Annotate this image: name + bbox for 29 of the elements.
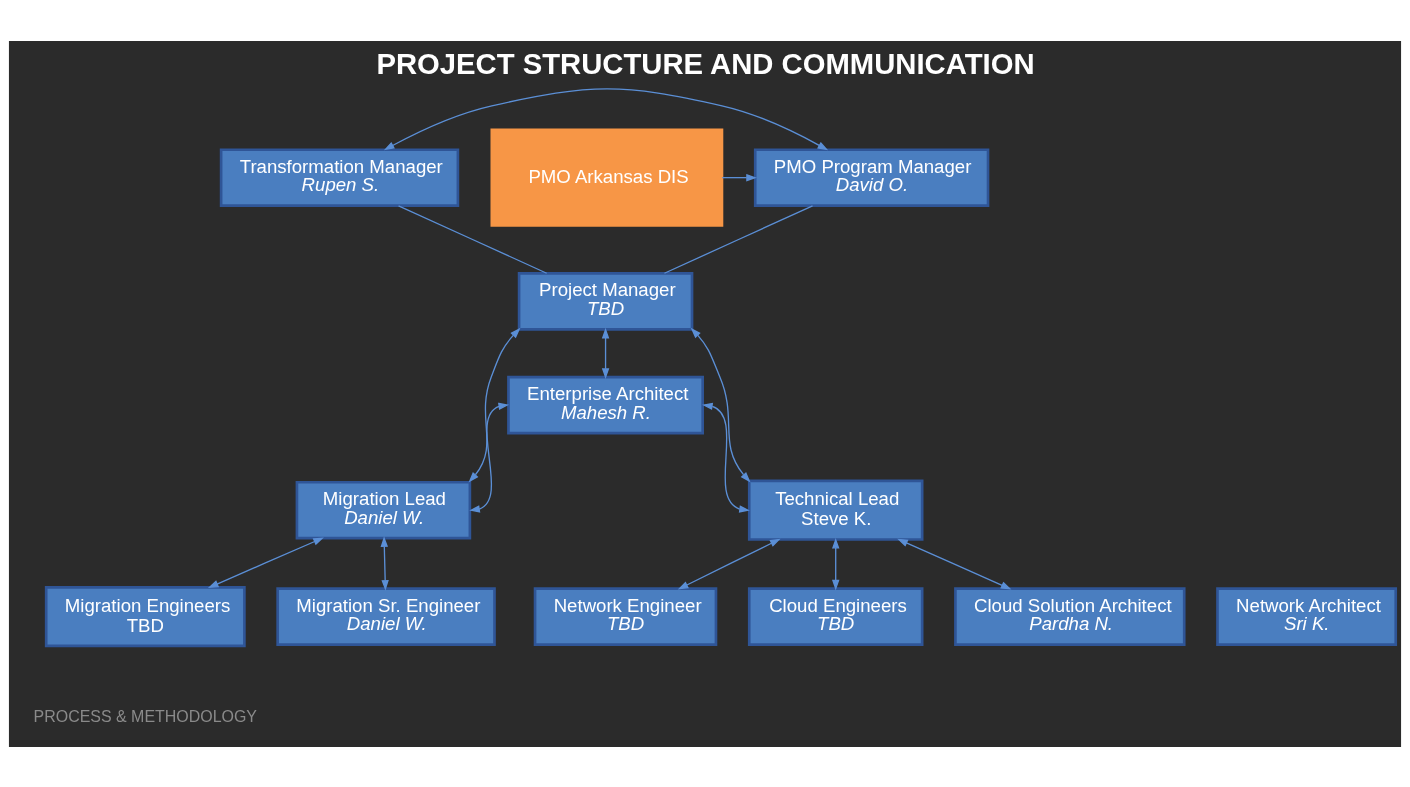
arrow — [469, 402, 510, 513]
node-box: Migration Lead Daniel W. — [295, 480, 472, 539]
arrow — [677, 538, 781, 589]
node-box: Migration Engineers TBD — [44, 585, 246, 647]
arrow — [721, 173, 757, 181]
arrow — [831, 537, 840, 590]
arrow — [380, 535, 389, 591]
arrow — [468, 327, 521, 482]
node-box: Migration Sr. Engineer Daniel W. — [276, 586, 496, 646]
node-box: Transformation Manager Rupen S. — [219, 147, 460, 207]
arrow — [601, 327, 610, 379]
node-box: Project Manager TBD — [517, 271, 694, 331]
arrow — [383, 87, 829, 150]
node-box: Technical Lead Steve K. — [747, 479, 924, 541]
arrow — [702, 402, 750, 513]
node-box: PMO Program Manager David O. — [753, 147, 990, 207]
node-box: Cloud Solution Architect Pardha N. — [954, 586, 1186, 646]
label: PROCESS & METHODOLOGY — [33, 707, 257, 725]
node-box: Network Engineer TBD — [533, 586, 718, 646]
arrow — [207, 536, 324, 588]
node-box: Cloud Engineers TBD — [747, 586, 924, 646]
node-box: Network Architect Sri K. — [1216, 586, 1398, 646]
connector — [663, 204, 814, 274]
node-box: PMO Arkansas DIS — [490, 127, 724, 227]
node-box: Enterprise Architect Mahesh R. — [507, 375, 704, 434]
arrow — [690, 327, 751, 482]
arrow — [897, 538, 1012, 589]
diagram-title: PROJECT STRUCTURE AND COMMUNICATION — [376, 47, 1035, 80]
connector — [397, 204, 548, 274]
